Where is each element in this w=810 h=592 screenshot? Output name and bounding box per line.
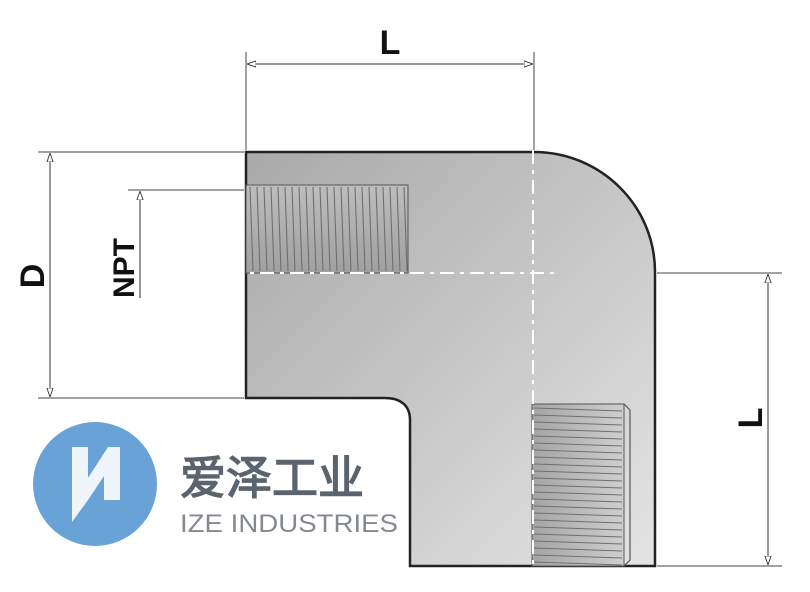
thread-line [249,186,254,272]
thread-line [298,186,303,272]
thread-line [533,484,623,489]
thread-line [533,547,623,552]
thread-line [340,186,345,272]
thread-line [396,186,401,272]
watermark-en-text: IZE INDUSTRIES [180,510,398,538]
thread-line [368,186,373,272]
thread-line [533,428,623,433]
thread-line [347,186,352,272]
thread-line [403,186,408,272]
thread-line [533,414,623,419]
thread-line [533,561,623,566]
thread-line [533,491,623,496]
thread-line [533,407,623,412]
thread-line [533,512,623,517]
thread-line [326,186,331,272]
thread-line [533,442,623,447]
side-length-label: L [732,408,770,429]
thread-line [533,540,623,545]
diameter-label: D [14,264,52,289]
watermark-cn-text: 爱泽工业 [180,451,364,505]
top-length-label: L [380,24,401,62]
thread-line [312,186,317,272]
thread-line [354,186,359,272]
thread-line [256,186,261,272]
thread-line [533,463,623,468]
top-length-dimension: L [245,24,535,150]
thread-line [361,186,366,272]
thread-dimension: NPT [108,189,244,298]
watermark: 爱泽工业 IZE INDUSTRIES [33,422,398,546]
thread-line [533,498,623,503]
diameter-dimension: D [14,151,244,399]
vertical-thread [531,403,631,567]
thread-line [533,435,623,440]
thread-line [319,186,324,272]
thread-line [533,449,623,454]
horizontal-thread [245,184,409,274]
thread-line [533,526,623,531]
thread-line [533,533,623,538]
thread-line [533,456,623,461]
thread-line [533,554,623,559]
thread-line [382,186,387,272]
thread-label: NPT [108,238,141,298]
company-logo-icon [33,422,157,546]
thread-line [263,186,268,272]
thread-line [333,186,338,272]
thread-line [375,186,380,272]
thread-line [277,186,282,272]
thread-line [533,421,623,426]
thread-line [305,186,310,272]
thread-line [533,505,623,510]
thread-line [533,477,623,482]
side-length-dimension: L [657,272,782,567]
thread-line [389,186,394,272]
thread-line [533,519,623,524]
thread-line [270,186,275,272]
thread-line [533,470,623,475]
thread-line [291,186,296,272]
thread-line [284,186,289,272]
